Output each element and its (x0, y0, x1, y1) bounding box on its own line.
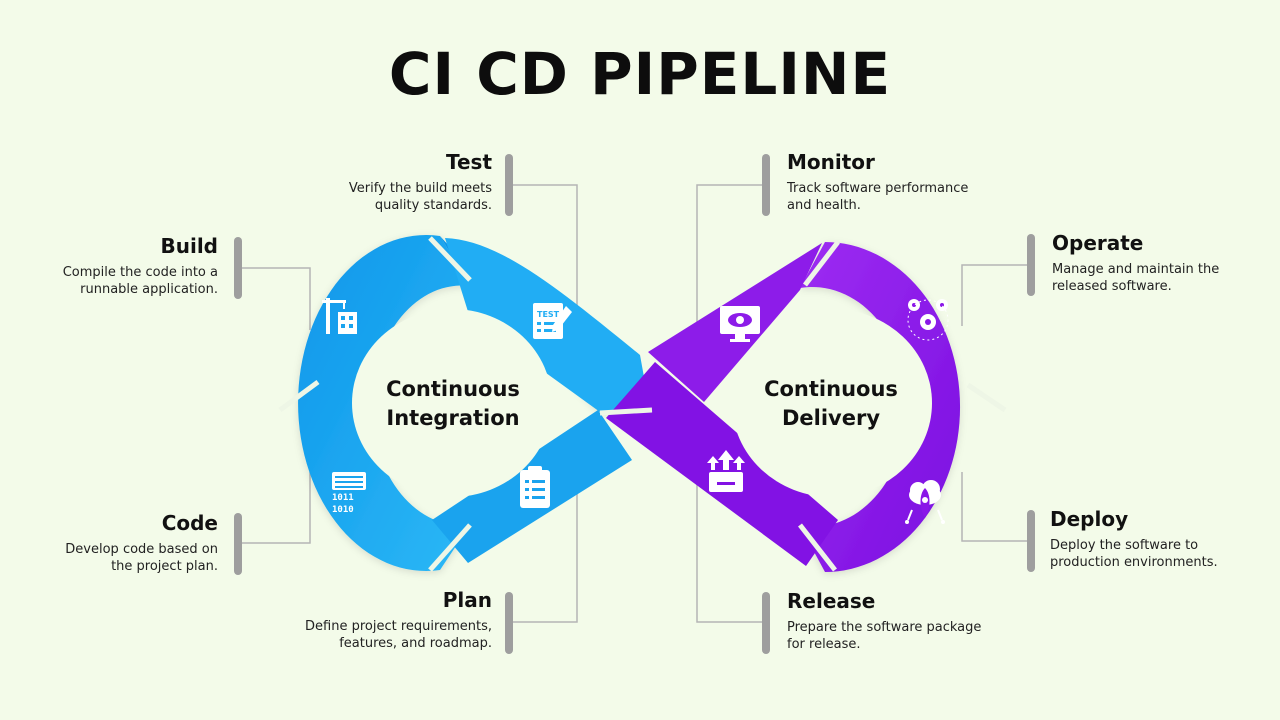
stage-title: Deploy (1050, 507, 1129, 531)
stage-icons: TEST 1011 1010 (322, 298, 949, 524)
stage-monitor: Monitor Track software performance and h… (787, 150, 1017, 214)
cd-loop-label: Continuous Delivery (764, 377, 898, 430)
segment-dividers (278, 236, 1007, 572)
stage-code: Code Develop code based on the project p… (0, 511, 218, 575)
svg-text:TEST: TEST (537, 310, 560, 319)
stage-title: Code (161, 511, 218, 535)
label-bars (234, 154, 1035, 654)
ci-loop-label: Continuous Integration (386, 377, 520, 430)
package-upload-icon (707, 450, 745, 492)
stage-description: Develop code based on the project plan. (65, 542, 218, 574)
stage-description: Prepare the software package for release… (787, 620, 982, 652)
stage-description: Verify the build meets quality standards… (348, 181, 492, 213)
stage-title: Monitor (787, 150, 875, 174)
stage-build: Build Compile the code into a runnable a… (0, 234, 218, 298)
stage-description: Track software performance and health. (787, 181, 969, 213)
stage-description: Define project requirements, features, a… (305, 619, 492, 651)
monitor-eye-icon (720, 306, 760, 342)
stage-deploy: Deploy Deploy the software to production… (1050, 507, 1260, 571)
stage-title: Test (445, 150, 492, 174)
stage-test: Test Verify the build meets quality stan… (262, 150, 492, 214)
cloud-rocket-icon (905, 480, 945, 524)
stage-release: Release Prepare the software package for… (787, 589, 1017, 653)
gears-icon (907, 299, 949, 341)
stage-description: Compile the code into a runnable applica… (62, 265, 218, 297)
cd-hole (732, 309, 932, 497)
crane-building-icon (322, 298, 357, 334)
stage-description: Deploy the software to production enviro… (1050, 538, 1218, 570)
test-document-icon: TEST (533, 303, 572, 339)
stage-title: Operate (1052, 231, 1144, 255)
stage-operate: Operate Manage and maintain the released… (1052, 231, 1252, 295)
stage-plan: Plan Define project requirements, featur… (262, 588, 492, 652)
clipboard-checklist-icon (520, 466, 550, 508)
stage-description: Manage and maintain the released softwar… (1052, 262, 1220, 294)
svg-text:1010: 1010 (332, 505, 354, 515)
binary-code-icon: 1011 1010 (332, 472, 366, 515)
connector-lines (240, 184, 1030, 623)
cd-arrow-lower (606, 362, 838, 566)
stage-title: Build (160, 234, 218, 258)
ci-hole (352, 309, 552, 497)
stage-title: Plan (442, 588, 492, 612)
svg-text:1011: 1011 (332, 493, 354, 503)
page-title: CI CD PIPELINE (388, 40, 892, 108)
stage-title: Release (787, 589, 876, 613)
